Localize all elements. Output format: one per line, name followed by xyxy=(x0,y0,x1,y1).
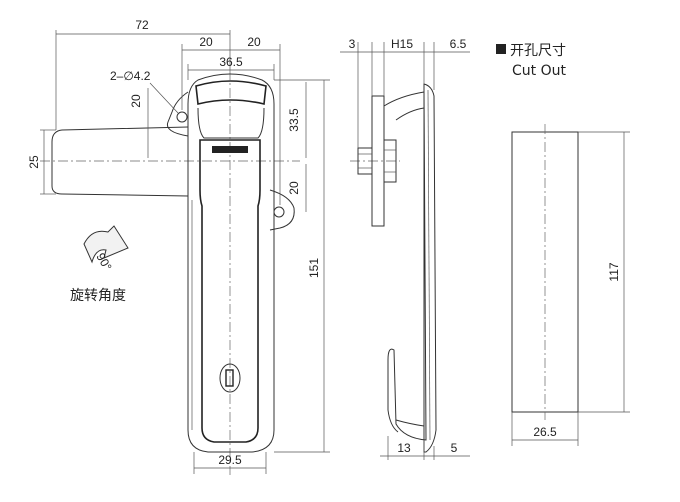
dim-3: 3 xyxy=(349,37,356,51)
dim-29-5: 29.5 xyxy=(218,453,242,467)
dim-25: 25 xyxy=(27,155,41,169)
handle-housing xyxy=(187,73,275,453)
dim-13: 13 xyxy=(397,441,411,455)
top-mounting-hole xyxy=(176,111,188,123)
keyhole-icon xyxy=(225,369,234,387)
dim-h15: H15 xyxy=(391,37,413,51)
cut-out-bullet-icon xyxy=(496,44,506,54)
rotation-indicator: 90° 旋转角度 xyxy=(70,225,129,304)
cut-out-title-cn: 开孔尺寸 xyxy=(510,43,566,59)
bottom-mounting-hole xyxy=(273,206,285,218)
side-body-curves xyxy=(395,107,425,427)
dim-151: 151 xyxy=(307,258,321,278)
shaft-nut xyxy=(357,147,373,175)
dim-20-lower: 20 xyxy=(287,181,301,195)
dim-6-5: 6.5 xyxy=(450,37,467,51)
dim-72: 72 xyxy=(135,18,149,32)
dim-5: 5 xyxy=(451,441,458,455)
side-view xyxy=(350,83,437,453)
dim-33-5: 33.5 xyxy=(287,108,301,132)
top-mounting-lug xyxy=(166,91,189,137)
rotation-arrow-icon xyxy=(83,225,129,264)
side-face-edge xyxy=(427,89,431,441)
handle-recess xyxy=(197,107,265,139)
shaft-boss xyxy=(383,139,397,183)
lever-rotated-outline xyxy=(51,126,189,197)
handle-lever xyxy=(199,139,261,443)
front-view xyxy=(40,70,300,475)
lever-slot xyxy=(212,146,248,153)
bottom-mounting-lug xyxy=(269,189,295,231)
dim-20-right: 20 xyxy=(247,35,261,49)
dim-holes: 2–∅4.2 xyxy=(110,69,151,83)
dim-26-5: 26.5 xyxy=(533,425,557,439)
dim-36-5: 36.5 xyxy=(219,55,243,69)
front-dimensions: 72 20 20 36.5 2–∅4.2 20 25 33.5 20 151 2… xyxy=(27,18,330,474)
side-body-profile xyxy=(383,91,427,441)
dim-20-vertical: 20 xyxy=(129,94,143,108)
cut-out-title-en: Cut Out xyxy=(512,63,566,79)
dim-117: 117 xyxy=(607,262,621,281)
cut-out-section: 开孔尺寸 Cut Out 117 26.5 xyxy=(496,43,630,446)
rotation-label: 旋转角度 xyxy=(70,288,126,304)
side-dimensions: 3 H15 6.5 13 5 xyxy=(340,37,470,460)
hole-leader-line xyxy=(149,82,179,114)
side-front-face xyxy=(423,83,437,453)
dim-20-left: 20 xyxy=(199,35,213,49)
key-lock xyxy=(219,363,241,393)
handle-head-dome xyxy=(195,80,267,105)
